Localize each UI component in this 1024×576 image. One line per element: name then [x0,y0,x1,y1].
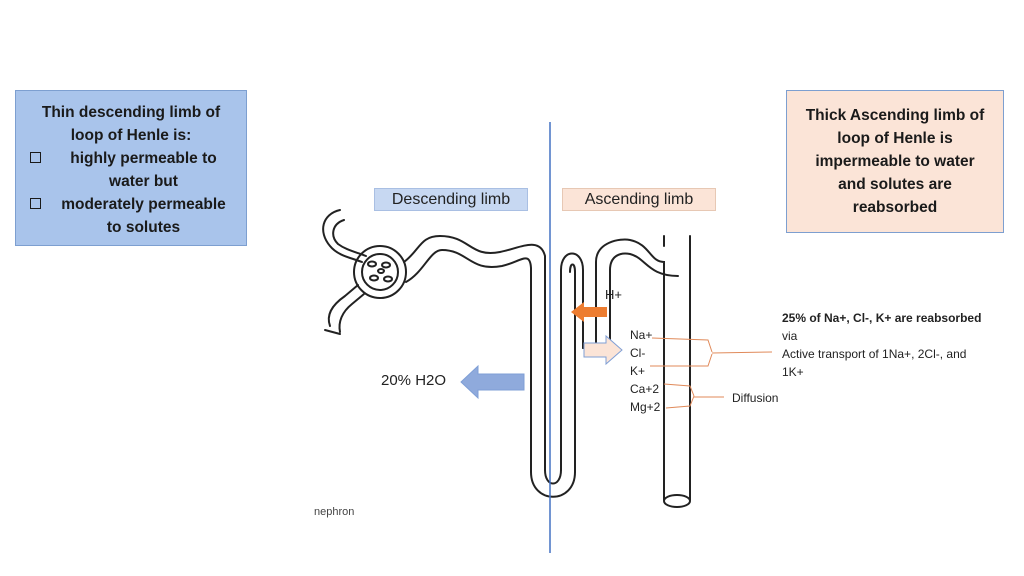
bullet1-line-b: water but [109,173,178,190]
nephron-tubule [322,209,691,508]
h2o-label: 20% H2O [381,372,447,389]
ascending-limb-label: Ascending limb [562,188,716,211]
right-box-line1: Thick Ascending limb of [805,107,985,124]
note-line4: 1K+ [782,365,804,379]
nephron-caption: nephron [314,506,355,518]
ion-ca: Ca+2 [630,382,660,396]
checkbox-bullet-icon [30,198,41,209]
left-box-line1: Thin descending limb of [41,104,221,121]
bullet-item-1: highly permeable to water but [24,147,238,193]
note-line3: Active transport of 1Na+, 2Cl-, and [782,347,967,361]
reabsorption-note: 25% of Na+, Cl-, K+ are reabsorbed via A… [782,309,1012,381]
bullet2-line-a: moderately permeable [61,196,226,213]
right-box-line2: loop of Henle is [837,130,953,147]
bullet-item-2: moderately permeable to solutes [24,193,238,239]
left-box-line2: loop of Henle is: [70,127,192,144]
descending-limb-info-box: Thin descending limb of loop of Henle is… [15,90,247,246]
h-plus-label: H+ [605,287,622,302]
note-line2: via [782,329,798,343]
bullet1-line-a: highly permeable to [70,150,217,167]
checkbox-bullet-icon [30,152,41,163]
ion-na: Na+ [630,328,653,342]
h-plus-arrow [571,302,607,322]
right-box-line3: impermeable to water [815,153,975,170]
ion-brackets [650,337,773,409]
bullet2-line-b: to solutes [106,219,181,236]
right-box-line4: and solutes are [838,176,952,193]
ion-cl: Cl- [630,346,646,360]
right-box-line5: reabsorbed [852,199,938,216]
ion-arrow [583,334,623,366]
diffusion-label: Diffusion [732,391,779,405]
ascending-limb-info-box: Thick Ascending limb of loop of Henle is… [786,90,1004,233]
ion-k: K+ [630,364,646,378]
h2o-arrow [460,364,525,400]
ion-mg: Mg+2 [630,400,661,414]
note-title: 25% of Na+, Cl-, K+ are reabsorbed [782,311,982,325]
descending-limb-label: Descending limb [374,188,528,211]
